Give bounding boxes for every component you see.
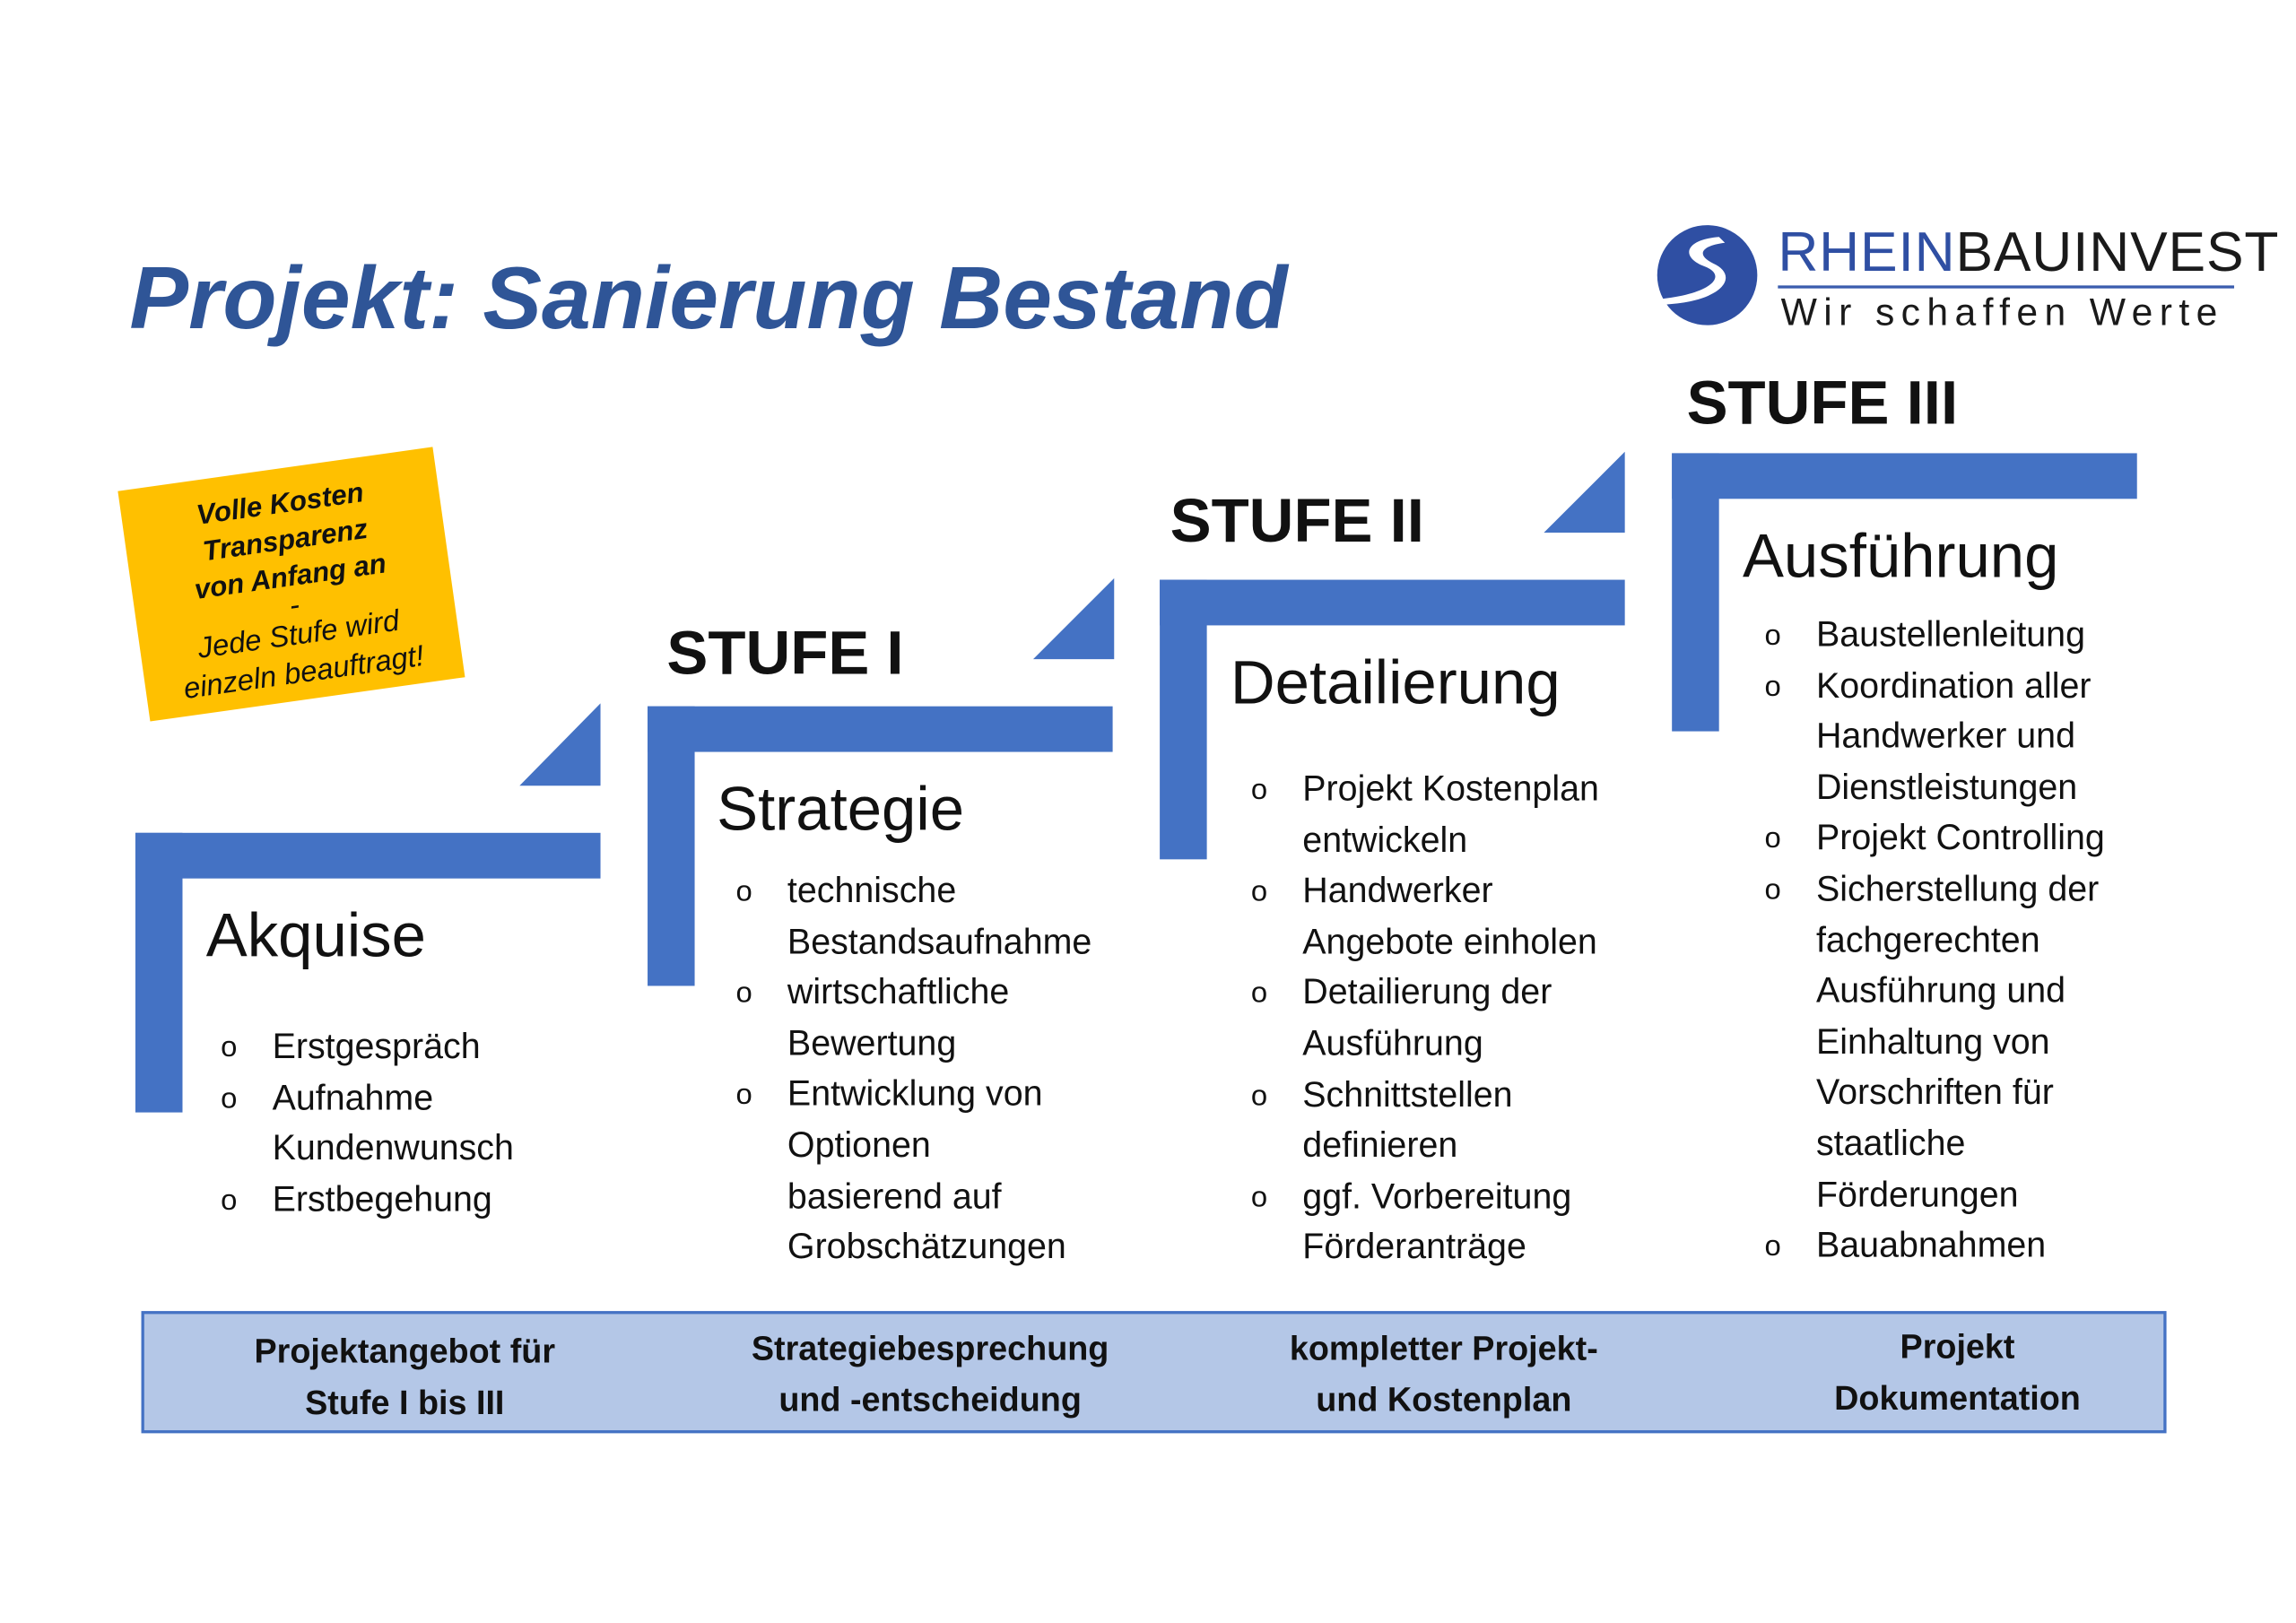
list-item: o Erstbegehung xyxy=(221,1176,514,1227)
list-item-text: Erstgespräch xyxy=(272,1027,481,1067)
bullet-icon: o xyxy=(1250,1181,1268,1214)
step-bar-akquise xyxy=(135,832,601,879)
stage-list-strategie: o technische Bestandsaufnahme o wirtschaft… xyxy=(736,867,1092,1274)
list-item-text: Sicherstellung der fachgerechten Ausführ… xyxy=(1815,869,2100,1215)
bullet-icon: o xyxy=(1250,977,1268,1011)
bullet-icon: o xyxy=(1764,822,1781,856)
list-item: o Bauabnahmen xyxy=(1765,1221,2105,1272)
list-item: o Detailierung der Ausführung xyxy=(1251,968,1599,1071)
list-item: o Aufnahme Kundenwunsch xyxy=(221,1073,514,1176)
deliverable-2: Strategiebesprechung und -entscheidung xyxy=(751,1328,1109,1419)
page-title: Projekt: Sanierung Bestand xyxy=(129,248,1288,348)
stufe-label-3: STUFE III xyxy=(1686,368,1959,438)
step-arrow-icon xyxy=(519,703,601,786)
list-item: o Projekt Controlling xyxy=(1765,814,2105,865)
step-riser-strategie xyxy=(648,706,695,986)
logo-wordmark: RHEINBAUINVEST xyxy=(1778,222,2279,286)
list-item-text: Baustellenleitung xyxy=(1815,614,2085,655)
step-riser-akquise xyxy=(135,832,183,1113)
list-item: o wirtschaftliche Bewertung xyxy=(736,968,1092,1071)
list-item: o ggf. Vorbereitung Förderanträge xyxy=(1251,1172,1599,1274)
bullet-icon: o xyxy=(1250,875,1268,908)
transparency-note: Volle Kosten Transparenz von Anfang an -… xyxy=(117,447,465,722)
list-item: o Schnittstellen definieren xyxy=(1251,1071,1599,1173)
bullet-icon: o xyxy=(221,1082,238,1115)
bullet-icon: o xyxy=(735,1079,752,1112)
list-item: o technische Bestandsaufnahme xyxy=(736,867,1092,969)
bullet-icon: o xyxy=(221,1031,238,1064)
list-item-text: ggf. Vorbereitung Förderanträge xyxy=(1302,1176,1572,1268)
deliverable-1: Projektangebot für Stufe I bis III xyxy=(254,1332,556,1422)
list-item-text: Erstbegehung xyxy=(272,1179,492,1220)
logo-tagline: Wir schaffen Werte xyxy=(1780,290,2224,334)
stage-heading-akquise: Akquise xyxy=(205,900,426,970)
step-bar-strategie xyxy=(648,706,1113,752)
bullet-icon: o xyxy=(1250,774,1268,807)
logo-divider xyxy=(1778,285,2235,289)
step-riser-detailierung xyxy=(1160,579,1207,860)
list-item-text: Projekt Kostenplan entwickeln xyxy=(1302,769,1599,861)
list-item: o Baustellenleitung xyxy=(1765,611,2105,662)
bullet-icon: o xyxy=(1764,873,1781,907)
list-item-text: Detailierung der Ausführung xyxy=(1302,973,1552,1064)
bullet-icon: o xyxy=(735,875,752,908)
list-item-text: Bauabnahmen xyxy=(1815,1226,2047,1266)
stage-heading-detailierung: Detailierung xyxy=(1230,647,1561,717)
step-arrow-icon xyxy=(1544,451,1625,534)
bullet-icon: o xyxy=(1764,1230,1781,1263)
list-item-text: Projekt Controlling xyxy=(1815,819,2105,859)
deliverables-band: Projektangebot für Stufe I bis III Strat… xyxy=(141,1311,2167,1434)
step-riser-ausfuehrung xyxy=(1672,453,1719,732)
deliverable-4: Projekt Dokumentation xyxy=(1834,1327,2081,1418)
company-logo: RHEINBAUINVEST Wir schaffen Werte xyxy=(1648,213,2278,343)
list-item-text: wirtschaftliche Bewertung xyxy=(787,973,1010,1064)
list-item: o Erstgespräch xyxy=(221,1022,514,1073)
list-item-text: Koordination aller Handwerker und Dienst… xyxy=(1815,665,2092,808)
list-item-text: Schnittstellen definieren xyxy=(1302,1074,1513,1166)
list-item: o Handwerker Angebote einholen xyxy=(1251,867,1599,969)
stufe-label-1: STUFE I xyxy=(666,618,904,688)
bullet-icon: o xyxy=(221,1184,238,1217)
deliverable-3: kompletter Projekt- und Kostenplan xyxy=(1289,1328,1598,1419)
list-item-text: technische Bestandsaufnahme xyxy=(787,871,1092,962)
list-item: o Projekt Kostenplan entwickeln xyxy=(1251,765,1599,867)
stage-heading-strategie: Strategie xyxy=(717,774,965,844)
step-bar-detailierung xyxy=(1160,579,1625,626)
list-item: o Entwicklung von Optionen basierend auf … xyxy=(736,1071,1092,1274)
logo-part2: BAUINVEST xyxy=(1955,221,2280,284)
list-item: o Sicherstellung der fachgerechten Ausfüh… xyxy=(1765,865,2105,1221)
list-item-text: Handwerker Angebote einholen xyxy=(1302,871,1597,962)
stufe-label-2: STUFE II xyxy=(1170,485,1424,555)
river-logo-icon xyxy=(1657,225,1758,325)
bullet-icon: o xyxy=(1764,670,1781,703)
list-item-text: Entwicklung von Optionen basierend auf G… xyxy=(787,1074,1066,1268)
list-item-text: Aufnahme Kundenwunsch xyxy=(272,1078,514,1169)
step-arrow-icon xyxy=(1032,577,1115,660)
logo-part1: RHEIN xyxy=(1778,221,1956,284)
step-bar-ausfuehrung xyxy=(1672,453,2137,499)
bullet-icon: o xyxy=(1764,619,1781,652)
list-item: o Koordination aller Handwerker und Diens… xyxy=(1765,662,2105,814)
bullet-icon: o xyxy=(735,976,752,1011)
bullet-icon: o xyxy=(1250,1079,1268,1112)
stage-heading-ausfuehrung: Ausführung xyxy=(1742,520,2059,591)
